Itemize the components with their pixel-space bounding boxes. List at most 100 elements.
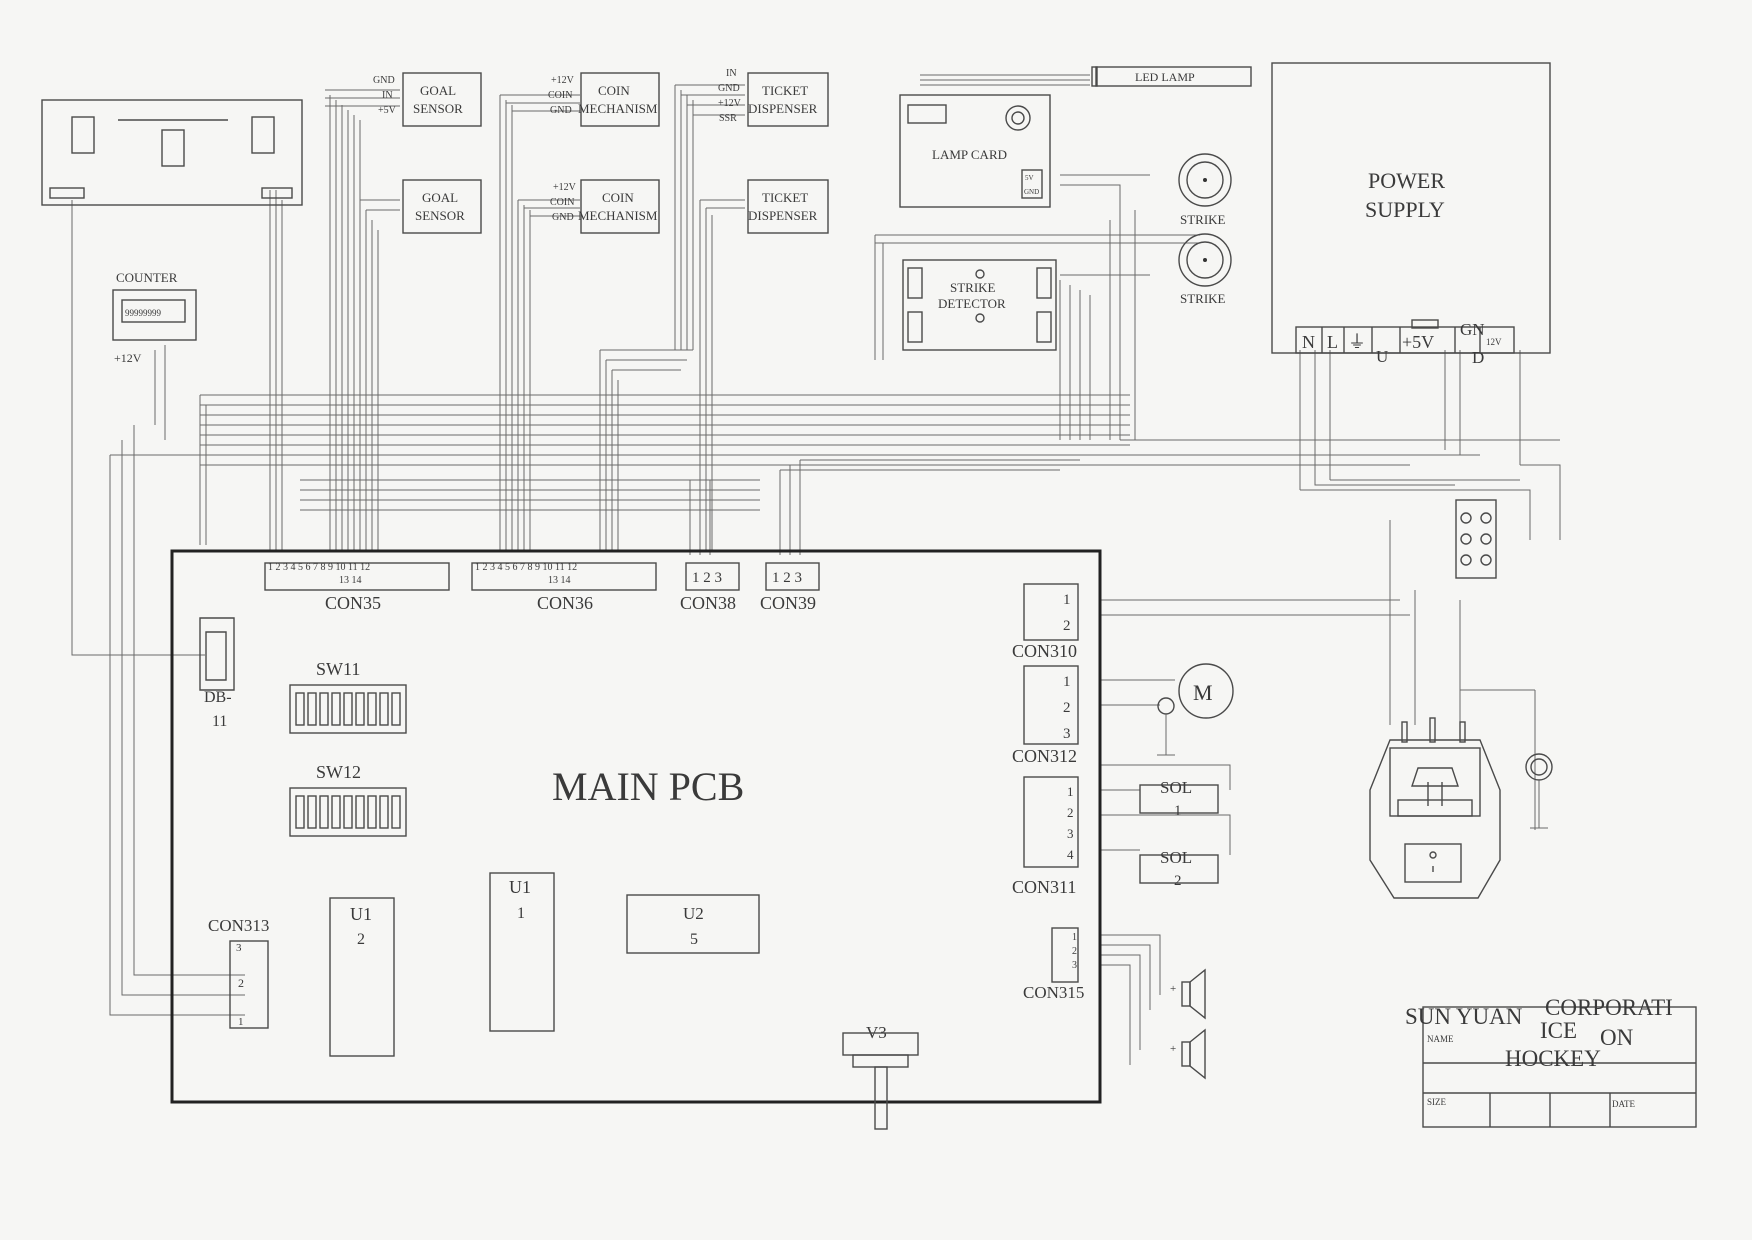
sw12-slots	[295, 795, 401, 829]
title-date-label: DATE	[1612, 1099, 1635, 1109]
ticket-dispenser-1-pin-gnd: GND	[718, 83, 740, 94]
con313-pin2: 2	[238, 976, 244, 990]
ticket-dispenser-2-line1: TICKET	[762, 190, 808, 205]
con312-label: CON312	[1012, 746, 1077, 766]
title-corp: CORPORATI	[1545, 995, 1673, 1020]
coin-mechanism-2-line1: COIN	[602, 190, 634, 205]
counter-digits: 99999999	[125, 308, 162, 318]
coin-mechanism-1: COIN MECHANISM +12V COIN GND	[548, 72, 660, 127]
strike-detector-line1: STRIKE	[950, 280, 996, 295]
title-game-b: HOCKEY	[1505, 1046, 1601, 1071]
con38-pins: 1 2 3	[692, 570, 722, 586]
sol1-line2: 1	[1174, 803, 1182, 819]
wire-bundle-right	[874, 74, 1561, 1065]
volume-v3: V3	[842, 1023, 919, 1130]
coin-mechanism-1-line2: MECHANISM	[578, 101, 658, 116]
title-game-a: ICE	[1540, 1018, 1577, 1043]
goal-sensor-1-pin-5v: +5V	[378, 105, 397, 116]
svg-text:+: +	[1170, 983, 1176, 995]
goal-sensor-1-line2: SENSOR	[413, 101, 463, 116]
sw12: SW12	[289, 762, 407, 837]
con35-pins-1314: 13 14	[339, 575, 362, 586]
sol2-line1: SOL	[1160, 848, 1192, 867]
main-pcb-board	[170, 549, 1102, 1104]
strike-detector-line2: DETECTOR	[938, 296, 1006, 311]
chip-u1-mid: U1 1	[489, 872, 555, 1032]
ticket-dispenser-1-pin-12v: +12V	[718, 98, 742, 109]
con39: 1 2 3 CON39	[760, 562, 820, 613]
con310-pin2: 2	[1063, 618, 1071, 634]
con35-pins: 1 2 3 4 5 6 7 8 9 10 11 12	[268, 562, 370, 573]
strike-detector: STRIKE DETECTOR	[902, 259, 1057, 351]
chip-u1-left-line1: U1	[350, 904, 372, 924]
ps-terminal-u: U	[1376, 347, 1388, 366]
goal-sensor-2: GOAL SENSOR	[402, 179, 482, 234]
chip-u1-mid-line1: U1	[509, 877, 531, 897]
ac-power-inlet	[1369, 717, 1501, 899]
ticket-dispenser-1-line2: DISPENSER	[748, 101, 818, 116]
ps-terminal-l: L	[1327, 332, 1338, 352]
con310-pin1: 1	[1063, 592, 1071, 608]
coin-mechanism-2-pin-coin: COIN	[550, 197, 574, 208]
goal-sensor-2-line1: GOAL	[422, 190, 458, 205]
svg-text:+: +	[1170, 1043, 1176, 1055]
ps-terminal-5v: +5V	[1402, 332, 1434, 352]
solenoid-1: SOL 1	[1139, 778, 1219, 819]
solenoid-2: SOL 2	[1139, 848, 1219, 889]
sol1-line1: SOL	[1160, 778, 1192, 797]
con313-pin3: 3	[236, 942, 242, 954]
db11-line1: DB-	[204, 689, 232, 706]
con311-pin4: 4	[1067, 847, 1074, 862]
con315-pin1: 1	[1072, 932, 1077, 943]
ticket-dispenser-2: TICKET DISPENSER	[747, 179, 829, 234]
sw11: SW11	[289, 659, 407, 734]
coin-mechanism-2-line2: MECHANISM	[578, 208, 658, 223]
con311-pin2: 2	[1067, 805, 1074, 820]
sw11-label: SW11	[316, 659, 360, 679]
chip-u1-left-line2: 2	[357, 931, 365, 948]
terminal-block	[1455, 499, 1497, 579]
ticket-dispenser-1-pin-in: IN	[726, 68, 737, 79]
power-supply-line2: SUPPLY	[1365, 197, 1445, 222]
con39-label: CON39	[760, 593, 816, 613]
coin-mechanism-1-pin-gnd: GND	[550, 105, 572, 116]
con311-pin3: 3	[1067, 826, 1074, 841]
ps-terminal-gn: GN	[1460, 320, 1485, 339]
ground-ring	[1525, 753, 1553, 829]
ticket-dispenser-1-line1: TICKET	[762, 83, 808, 98]
ps-terminal-ground: ⏚	[1348, 332, 1366, 352]
lamp-card: LAMP CARD 5V GND	[899, 94, 1051, 208]
title-on: ON	[1600, 1025, 1634, 1050]
con313: CON313 3 2 1	[208, 916, 269, 1029]
chip-u1-mid-line2: 1	[517, 905, 525, 922]
coin-mechanism-1-line1: COIN	[598, 83, 630, 98]
db11-line2: 11	[212, 713, 227, 730]
ticket-dispenser-2-line2: DISPENSER	[748, 208, 818, 223]
con315: 1 2 3 CON315	[1023, 927, 1084, 1002]
ps-terminal-d: D	[1472, 348, 1484, 367]
con35: 1 2 3 4 5 6 7 8 9 10 11 12 13 14 CON35	[264, 562, 450, 613]
con315-pin2: 2	[1072, 946, 1077, 957]
chip-u2-line1: U2	[683, 904, 704, 923]
sw11-slots	[295, 692, 401, 726]
sw12-label: SW12	[316, 762, 361, 782]
con313-pin1: 1	[238, 1016, 244, 1028]
coin-mechanism-2-pin-12v: +12V	[553, 182, 577, 193]
chip-u2: U2 5	[626, 894, 760, 954]
power-supply-line1: POWER	[1368, 168, 1445, 193]
strike-1-label: STRIKE	[1180, 212, 1226, 227]
goal-sensor-1: GOAL SENSOR GND IN +5V	[373, 72, 482, 127]
con312: 1 2 3 CON312	[1012, 665, 1079, 766]
con38: 1 2 3 CON38	[680, 562, 740, 613]
con312-pin1: 1	[1063, 674, 1071, 690]
lamp-card-gnd: GND	[1024, 188, 1039, 196]
con310-label: CON310	[1012, 641, 1077, 661]
led-lamp-label: LED LAMP	[1135, 70, 1195, 84]
goal-sensor-1-pin-gnd: GND	[373, 75, 395, 86]
con38-label: CON38	[680, 593, 736, 613]
con36-pins-1314: 13 14	[548, 575, 571, 586]
ticket-dispenser-1: TICKET DISPENSER IN GND +12V SSR	[718, 68, 829, 127]
counter: COUNTER 99999999 +12V	[112, 270, 197, 365]
coin-mechanism-1-pin-coin: COIN	[548, 90, 572, 101]
